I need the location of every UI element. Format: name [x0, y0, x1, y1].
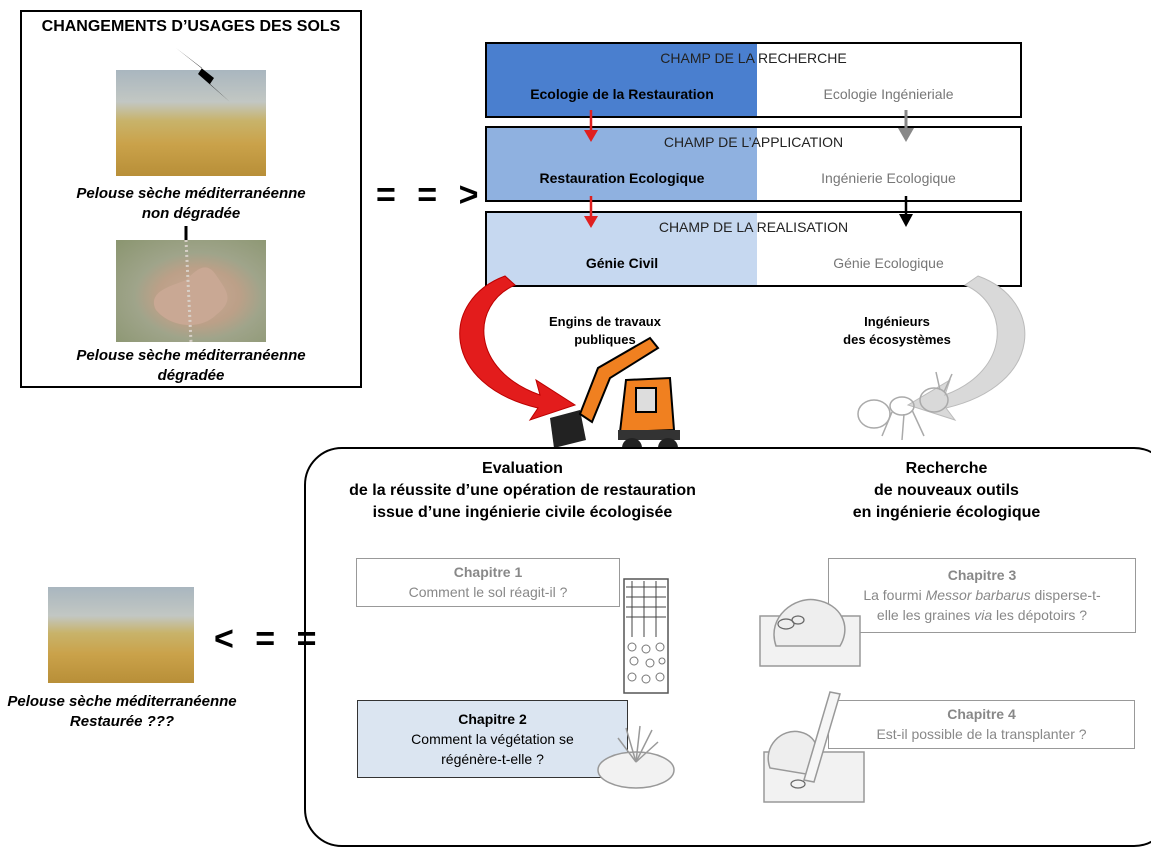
chapter-title: Chapitre 3 [947, 567, 1017, 583]
chapter-3-box[interactable]: Chapitre 3 La fourmi Messor barbarus dis… [828, 558, 1136, 633]
field-row-application: CHAMP DE L’APPLICATION Restauration Ecol… [485, 126, 1022, 202]
field-left-label: Restauration Ecologique [539, 170, 705, 186]
field-right-label: Ecologie Ingénieriale [823, 86, 954, 102]
intact-caption-line-1: Pelouse sèche méditerranéenne [76, 185, 306, 202]
right-arrow-sign: = = > [376, 176, 485, 214]
ant-icon [857, 371, 953, 441]
degraded-grassland-photo [116, 239, 266, 343]
excavator-icon [550, 336, 680, 458]
chapter-2-box[interactable]: Chapitre 2 Comment la végétation se régé… [357, 700, 628, 778]
field-row-research: CHAMP DE LA RECHERCHE Ecologie de la Res… [485, 42, 1022, 118]
restored-caption: Pelouse sèche méditerranéenne Restaurée … [0, 692, 244, 732]
chapter-text: Comment le sol réagit-il ? [408, 584, 568, 600]
black-arrow-icon [899, 196, 913, 227]
soil-profile-icon [623, 578, 669, 694]
transplant-icon [763, 691, 865, 803]
bottom-panel [304, 447, 1151, 847]
research-heading-line-1: Recherche [905, 460, 988, 477]
research-heading: Recherche de nouveaux outils en ingénier… [742, 458, 1151, 524]
field-row-realisation-fill [487, 213, 757, 285]
field-left-label: Génie Civil [585, 255, 659, 271]
civil-actors-label: Engins de travaux publiques [540, 313, 670, 349]
restored-grassland-photo [48, 587, 194, 683]
chapter-text-part: les dépotoirs ? [992, 607, 1088, 623]
chapter-text-part: La fourmi [863, 587, 926, 603]
research-heading-line-3: en ingénierie écologique [852, 504, 1041, 521]
chapter-text: Est-il possible de la transplanter ? [876, 726, 1087, 742]
field-right-label: Ingénierie Ecologique [821, 170, 956, 186]
curved-gray-arrow-icon [906, 275, 1026, 421]
field-title: CHAMP DE LA REALISATION [658, 219, 849, 235]
field-row-realisation: CHAMP DE LA REALISATION Génie Civil Géni… [485, 211, 1022, 287]
chapter-text: régénère-t-elle ? [441, 751, 544, 767]
intact-grassland-photo [116, 70, 266, 176]
ant-nest-icon [759, 598, 861, 667]
civil-actors-line-2: publiques [574, 332, 636, 347]
degraded-caption-line-2: dégradée [157, 367, 225, 384]
land-use-panel: CHANGEMENTS D’USAGES DES SOLS Pelouse sè… [20, 10, 362, 388]
field-left-label: Ecologie de la Restauration [530, 86, 714, 102]
degraded-caption: Pelouse sèche méditerranéenne dégradée [22, 346, 360, 386]
field-row-research-fill [487, 44, 757, 116]
species-name: Messor barbarus [925, 587, 1031, 603]
degraded-caption-line-1: Pelouse sèche méditerranéenne [76, 347, 306, 364]
eco-actors-line-1: Ingénieurs [864, 314, 930, 329]
field-row-application-fill [487, 128, 757, 200]
field-title: CHAMP DE L’APPLICATION [663, 134, 844, 150]
field-right-label: Génie Ecologique [833, 255, 944, 271]
evaluation-heading-line-1: Evaluation [482, 460, 563, 477]
evaluation-heading: Evaluation de la réussite d’une opératio… [310, 458, 735, 524]
evaluation-heading-line-3: issue d’une ingénierie civile écologisée [372, 504, 673, 521]
restored-caption-line-1: Pelouse sèche méditerranéenne [7, 693, 237, 710]
gray-arrow-icon [898, 110, 914, 142]
via-word: via [974, 607, 993, 623]
red-arrow-icon [584, 196, 598, 228]
field-title: CHAMP DE LA RECHERCHE [660, 50, 847, 66]
curved-red-arrow-icon [459, 275, 577, 421]
chapter-text-part: elle les graines [876, 607, 975, 623]
chapter-text: elle les graines via les dépotoirs ? [829, 605, 1135, 625]
eco-actors-label: Ingénieurs des écosystèmes [832, 313, 962, 349]
chapter-title: Chapitre 1 [453, 564, 523, 580]
red-arrow-icon [584, 110, 598, 142]
chapter-1-box[interactable]: Chapitre 1 Comment le sol réagit-il ? [356, 558, 620, 607]
intact-caption: Pelouse sèche méditerranéenne non dégrad… [22, 184, 360, 224]
eco-actors-line-2: des écosystèmes [843, 332, 951, 347]
intact-caption-line-2: non dégradée [141, 205, 241, 222]
chapter-4-box[interactable]: Chapitre 4 Est-il possible de la transpl… [828, 700, 1135, 749]
chapter-text: Comment la végétation se [411, 731, 574, 747]
vegetation-clod-icon [597, 725, 675, 789]
land-use-title: CHANGEMENTS D’USAGES DES SOLS [41, 18, 341, 35]
restored-caption-line-2: Restaurée ??? [69, 713, 175, 730]
research-heading-line-2: de nouveaux outils [874, 482, 1019, 499]
civil-actors-line-1: Engins de travaux [549, 314, 661, 329]
left-arrow-sign: < = = [214, 620, 323, 658]
chapter-text-part: disperse-t- [1030, 587, 1101, 603]
evaluation-heading-line-2: de la réussite d’une opération de restau… [349, 482, 696, 499]
chapter-title: Chapitre 2 [458, 711, 527, 727]
chapter-text: La fourmi Messor barbarus disperse-t- [829, 585, 1135, 605]
chapter-title: Chapitre 4 [947, 706, 1016, 722]
lightning-icon [176, 48, 230, 102]
